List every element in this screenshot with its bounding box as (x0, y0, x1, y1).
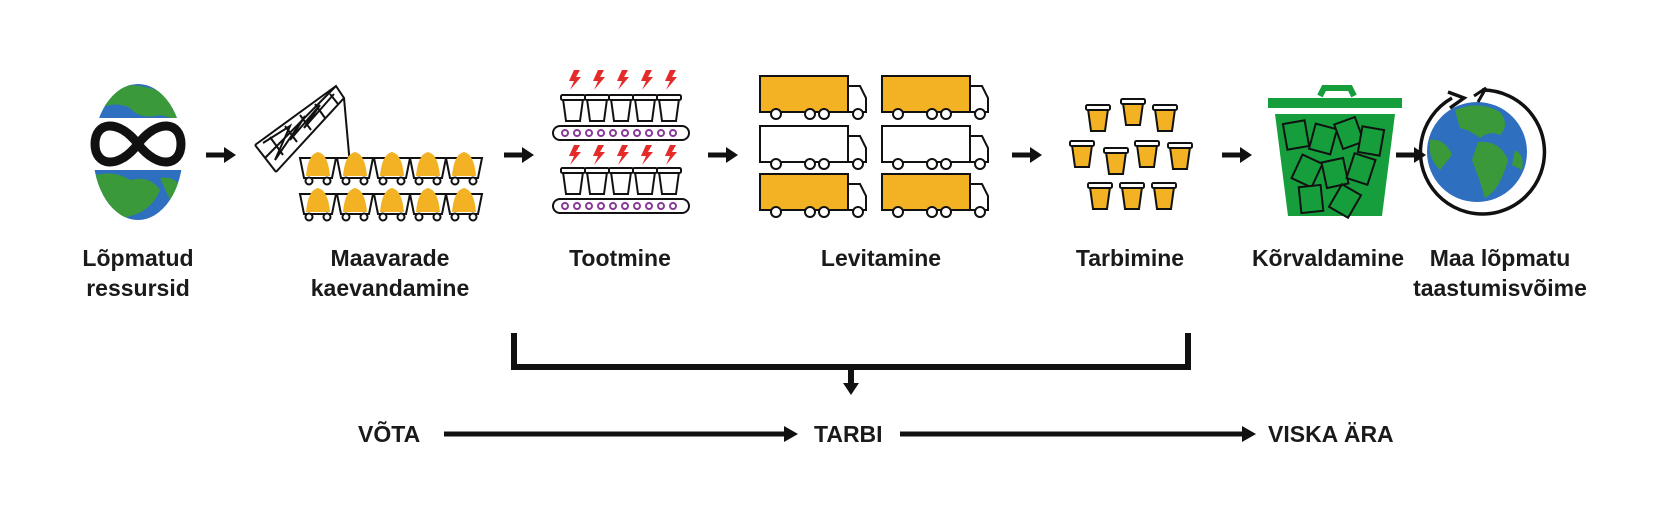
stage-label-line: Maa lõpmatu (1429, 245, 1571, 271)
arrow-3 (708, 147, 738, 163)
stage-label-line: ressursid (86, 275, 190, 301)
stage-label-line: taastumisvõime (1413, 275, 1587, 301)
stage-label-line: Tarbimine (1075, 245, 1185, 271)
stage-label-line: Kõrvaldamine (1251, 245, 1405, 271)
globe-cycle-icon (1418, 86, 1547, 216)
stage-label-line: Levitamine (820, 245, 942, 271)
factory-conveyor-icon (552, 70, 690, 214)
production-consumption-bracket (511, 333, 1191, 395)
flow-label-consume: TARBI (814, 421, 883, 447)
stage-label-disposal: Kõrvaldamine (1238, 243, 1418, 273)
cups-icon (1069, 98, 1193, 210)
arrow-1 (206, 147, 236, 163)
trash-bin-icon (1268, 85, 1402, 220)
mining-crane-icon (254, 84, 483, 222)
power-bolts-top (569, 70, 677, 90)
globe-infinity-icon (88, 84, 188, 220)
stage-label-line: Tootmine (569, 245, 671, 271)
arrow-2 (504, 147, 534, 163)
flow-label-discard: VISKA ÄRA (1268, 421, 1394, 447)
stage-label-distribution: Levitamine (796, 243, 966, 273)
stage-label-mining: Maavarade kaevandamine (290, 243, 490, 303)
stage-label-production: Tootmine (540, 243, 700, 273)
stage-label-resources: Lõpmatud ressursid (58, 243, 218, 303)
power-bolts-bottom (569, 145, 677, 165)
flow-label-take: VÕTA (358, 421, 421, 447)
trucks-icon (759, 75, 989, 218)
stage-label-consumption: Tarbimine (1050, 243, 1210, 273)
arrow-5 (1222, 147, 1252, 163)
ore-carts (299, 151, 483, 222)
arrow-4 (1012, 147, 1042, 163)
stage-label-line: Lõpmatud (82, 245, 194, 271)
stage-label-earth-regeneration: Maa lõpmatu taastumisvõime (1400, 243, 1600, 303)
stage-label-line: Maavarade (330, 245, 450, 271)
stage-label-line: kaevandamine (310, 275, 470, 301)
linear-flow-arrows (444, 426, 1256, 442)
